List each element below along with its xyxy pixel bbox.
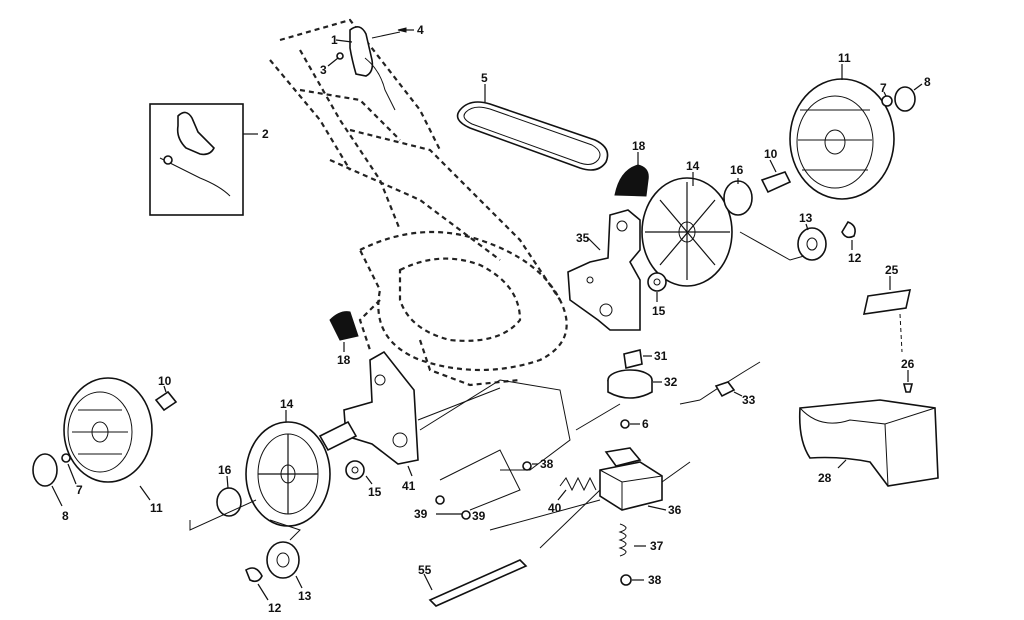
label-part-2: 2 <box>262 127 269 141</box>
bushing-right <box>760 171 792 194</box>
label-part-6: 6 <box>642 417 649 431</box>
pinion-right <box>739 227 827 261</box>
label-part-15-left: 15 <box>368 485 382 499</box>
label-part-40: 40 <box>548 501 562 515</box>
gear-bracket-right <box>567 209 641 331</box>
drive-belt <box>456 101 609 171</box>
filter-pad-right <box>614 164 649 197</box>
label-part-39b: 39 <box>472 509 486 523</box>
hub-cap-small-right <box>894 86 916 112</box>
label-part-3: 3 <box>320 63 327 77</box>
axle-55 <box>428 559 528 607</box>
label-part-41: 41 <box>402 479 416 493</box>
label-part-39a: 39 <box>414 507 428 521</box>
label-part-38-middle: 38 <box>540 457 554 471</box>
linkage-rod-4 <box>575 403 621 431</box>
label-part-36: 36 <box>668 503 682 517</box>
label-part-7-left: 7 <box>76 483 83 497</box>
label-part-33: 33 <box>742 393 756 407</box>
cable-33 <box>679 361 761 405</box>
pinion-left <box>266 519 301 579</box>
gear-bracket-left <box>318 350 501 465</box>
label-part-35: 35 <box>576 231 590 245</box>
label-part-8-right: 8 <box>924 75 931 89</box>
hub-cap-small-left <box>32 453 58 487</box>
label-part-26: 26 <box>901 357 915 371</box>
label-part-18-right: 18 <box>632 139 646 153</box>
screw-26 <box>902 383 914 393</box>
lever-assembly <box>336 26 407 111</box>
label-part-14-left: 14 <box>280 397 294 411</box>
clip-left <box>245 567 263 583</box>
label-part-10-left: 10 <box>158 374 172 388</box>
disc-32-rim <box>607 380 653 399</box>
label-part-15-right: 15 <box>652 304 666 318</box>
transmission-36 <box>539 447 691 549</box>
cable-kit-box <box>149 103 244 216</box>
filter-pad-left <box>329 311 359 341</box>
label-part-16-left: 16 <box>218 463 232 477</box>
label-part-11-right: 11 <box>838 51 851 65</box>
cap-31 <box>623 349 643 369</box>
gear-washer-right <box>647 272 667 292</box>
label-part-5: 5 <box>481 71 488 85</box>
washer-left-leader <box>189 499 257 531</box>
label-plate <box>862 289 912 315</box>
label-part-28: 28 <box>818 471 832 485</box>
spring-37 <box>618 523 627 557</box>
label-part-1: 1 <box>331 33 338 47</box>
label-part-4: 4 <box>417 23 424 37</box>
label-part-16-right: 16 <box>730 163 744 177</box>
grass-deflector <box>798 399 939 487</box>
label-part-37: 37 <box>650 539 664 553</box>
washer-6 <box>620 419 630 429</box>
label-part-55: 55 <box>418 563 432 577</box>
washer-right <box>723 180 753 216</box>
nut-38-middle <box>522 461 532 471</box>
label-part-10-right: 10 <box>764 147 778 161</box>
label-part-32: 32 <box>664 375 678 389</box>
nut-38-bottom <box>620 574 632 586</box>
label-part-18-left: 18 <box>337 353 351 367</box>
label-part-8-left: 8 <box>62 509 69 523</box>
label-part-7-right: 7 <box>880 81 887 95</box>
label-part-13-left: 13 <box>298 589 312 603</box>
hubcap-left <box>245 421 331 527</box>
label-part-12-left: 12 <box>268 601 282 615</box>
gear-washer-left <box>345 460 365 480</box>
clip-right <box>841 221 856 239</box>
bushing-left <box>154 390 178 412</box>
linkage-rod-3 <box>489 499 601 531</box>
label-part-12-right: 12 <box>848 251 862 265</box>
tire-left <box>63 377 153 483</box>
phantom-mower-outline <box>269 18 568 387</box>
linkage-rod <box>419 379 571 471</box>
linkage-rod-2 <box>439 449 521 511</box>
label-part-38-bottom: 38 <box>648 573 662 587</box>
label-part-11-left: 11 <box>150 501 163 515</box>
tire-right <box>789 78 895 200</box>
label-part-31: 31 <box>654 349 668 363</box>
label-part-14-right: 14 <box>686 159 700 173</box>
nut-left <box>61 453 71 463</box>
part-labels: 1 2 3 4 5 6 7 7 8 8 10 10 11 11 12 12 13… <box>62 23 931 615</box>
label-part-13-right: 13 <box>799 211 813 225</box>
hubcap-right <box>641 177 733 287</box>
nut-39a <box>435 495 445 505</box>
nut-39b <box>461 510 471 520</box>
label-part-25: 25 <box>885 263 899 277</box>
spring-40 <box>559 476 597 492</box>
nut-right <box>881 95 893 107</box>
